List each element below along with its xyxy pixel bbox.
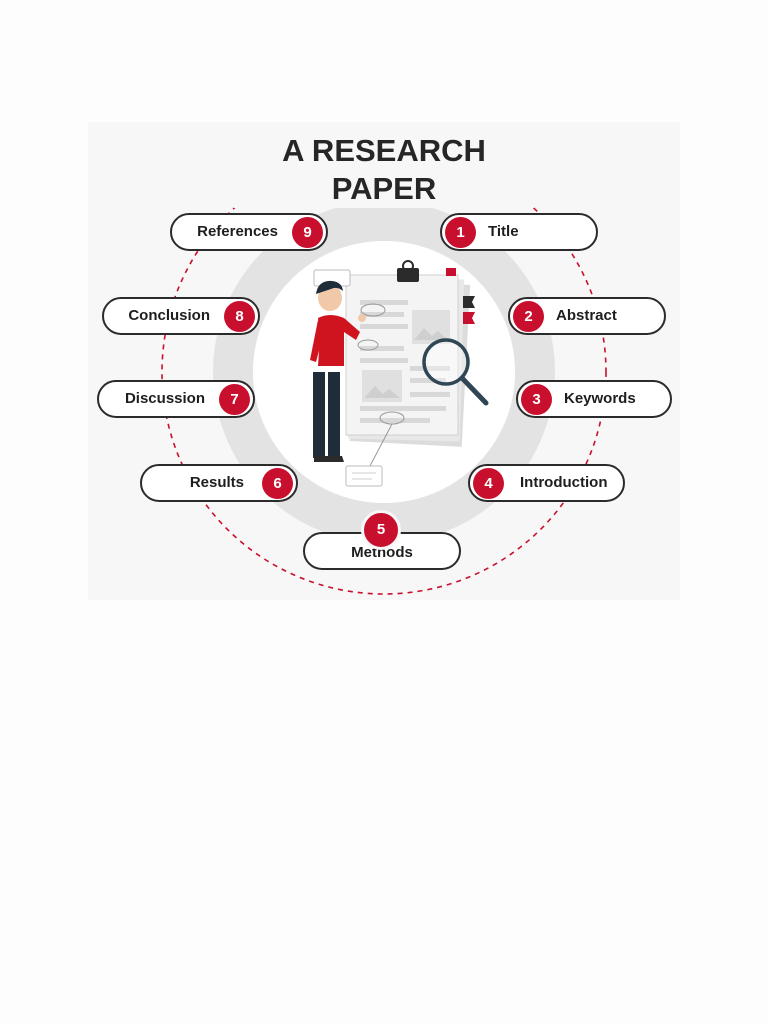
step-pill-title: 1 Title [440,213,598,251]
step-label-title: Title [488,223,519,240]
step-badge-9: 9 [292,216,323,248]
step-pill-results: 6 Results [140,464,298,502]
step-badge-1: 1 [445,216,476,248]
step-label-discussion: Discussion [124,390,205,407]
step-badge-6: 6 [262,467,293,499]
step-badge-8: 8 [224,300,255,332]
step-badge-7: 7 [219,383,250,415]
diagram-title: A RESEARCH PAPER [234,132,534,208]
dashed-outer-circle [161,149,607,595]
step-badge-3: 3 [521,383,552,415]
step-pill-introduction: 4 Introduction [468,464,625,502]
title-line-1: A RESEARCH [282,133,486,168]
step-label-introduction: Introduction [520,474,608,491]
step-badge-5: 5 [361,510,401,550]
step-label-references: References [197,223,278,240]
step-pill-discussion: 7 Discussion [97,380,255,418]
step-pill-conclusion: 8 Conclusion [102,297,260,335]
person-with-document-and-magnifier-illustration [310,260,489,487]
step-pill-keywords: 3 Keywords [516,380,672,418]
step-label-results: Results [189,474,244,491]
step-label-methods: Methods [351,544,413,561]
step-badge-2: 2 [513,300,544,332]
step-pill-references: 9 References [170,213,328,251]
step-pill-abstract: 2 Abstract [508,297,666,335]
title-line-2: PAPER [331,171,437,206]
step-label-keywords: Keywords [564,390,636,407]
step-label-conclusion: Conclusion [128,307,210,324]
step-label-abstract: Abstract [556,307,617,324]
step-badge-4: 4 [473,467,504,499]
